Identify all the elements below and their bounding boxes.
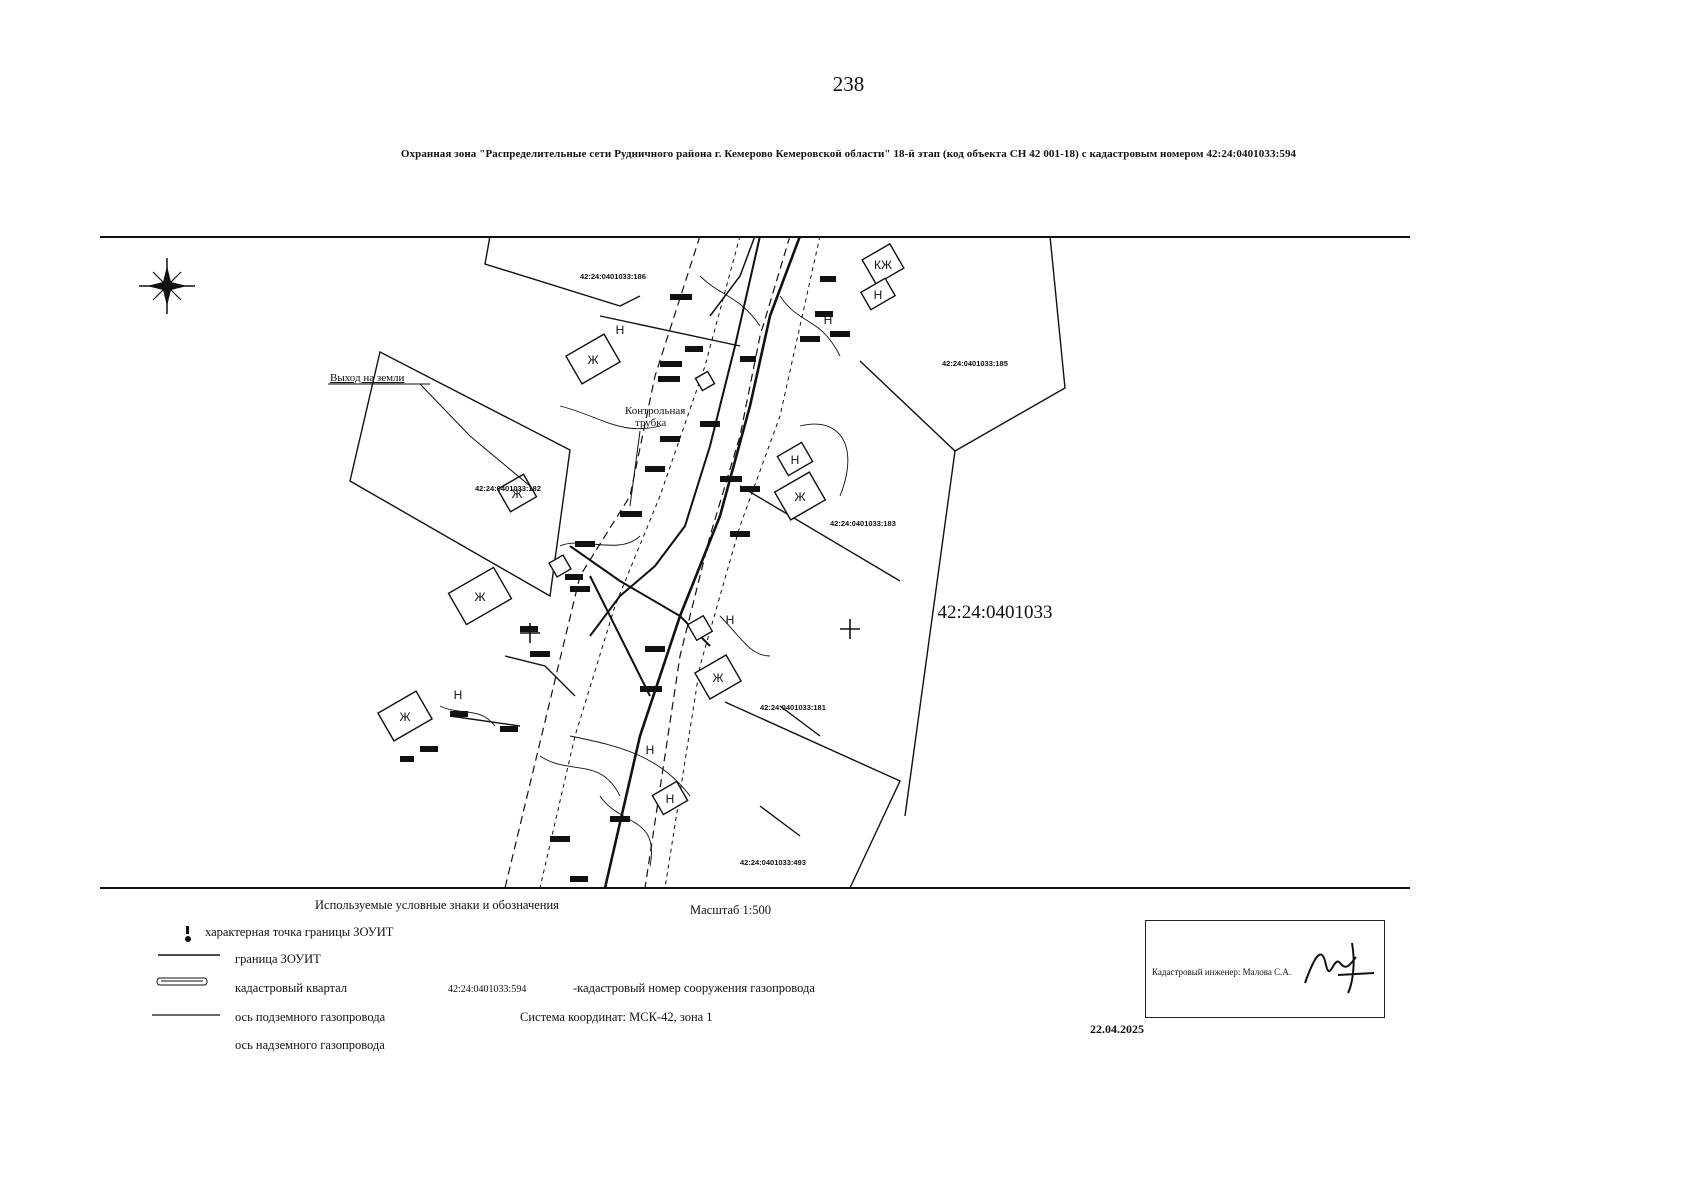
exit-annotation: Выход на земли: [330, 372, 405, 384]
grid-crosses: [520, 619, 860, 643]
legend-aboveground-axis: ось надземного газопровода: [235, 1038, 385, 1052]
exit-leader: [419, 383, 531, 487]
legend-boundary-point: характерная точка границы ЗОУИТ: [205, 925, 394, 939]
svg-text:Ж: Ж: [794, 490, 805, 504]
legend-underground-axis: ось подземного газопровода: [235, 1010, 386, 1024]
buildings: [376, 242, 905, 816]
building-zh-3: [447, 566, 513, 626]
building-zh-5: [773, 471, 827, 521]
svg-text:Ж: Ж: [511, 487, 522, 501]
map-annotations: Выход на земли Контрольная трубка: [330, 372, 685, 429]
svg-text:Н: Н: [726, 613, 735, 627]
street-corridor: [504, 236, 821, 889]
svg-text:Н: Н: [454, 688, 463, 702]
boundary-point-icon: [185, 926, 191, 942]
survey-points: [400, 276, 850, 882]
parcel-label: 42:24:0401033:493: [740, 858, 806, 867]
map-drawing: 42:24:0401033:186 42:24:0401033:185 42:2…: [100, 236, 1410, 889]
zone-boundary-line-icon: [158, 954, 220, 956]
svg-text:Н: Н: [824, 313, 833, 327]
building-zh-6: [693, 654, 743, 700]
svg-text:КЖ: КЖ: [874, 258, 892, 272]
document-title: Охранная зона "Распределительные сети Ру…: [400, 148, 1297, 160]
north-arrow-icon: [139, 258, 195, 314]
svg-text:Н: Н: [616, 323, 625, 337]
svg-text:Н: Н: [666, 792, 675, 806]
parcel-label: 42:24:0401033:182: [475, 484, 541, 493]
legend-cadastral-quarter: кадастровый квартал: [235, 981, 348, 995]
svg-text:Н: Н: [646, 743, 655, 757]
signature-icon: [1304, 942, 1375, 994]
scale-label: Масштаб 1:500: [690, 903, 771, 917]
parcel-label: 42:24:0401033:181: [760, 703, 826, 712]
cadastral-map[interactable]: 42:24:0401033:186 42:24:0401033:185 42:2…: [100, 236, 1410, 890]
svg-text:Н: Н: [791, 453, 800, 467]
building-kzh: [861, 242, 905, 286]
legend-title: Используемые условные знаки и обозначени…: [315, 898, 559, 912]
underground-axis-icon: [152, 1014, 220, 1016]
parcel-boundaries: [349, 236, 1066, 889]
stamp-date: 22.04.2025: [1090, 1022, 1144, 1036]
cadastral-quarter-label: 42:24:0401033: [937, 602, 1052, 623]
engineer-stamp: [1145, 920, 1385, 1018]
control-tube-label-2: трубка: [635, 417, 666, 429]
parcel-labels: 42:24:0401033:186 42:24:0401033:185 42:2…: [475, 272, 1008, 867]
svg-text:Ж: Ж: [712, 671, 723, 685]
control-tube-leader: [629, 430, 641, 507]
contour-lines: [439, 275, 849, 867]
control-tube-label: Контрольная: [625, 405, 685, 417]
building-marks: Ж Ж Ж Ж Ж Ж КЖ Н Н Н Н Н Н Н Н: [399, 258, 892, 806]
parcel-label: 42:24:0401033:185: [942, 359, 1008, 368]
cadastral-quarter-icon: [156, 977, 208, 986]
coordinate-system: Система координат: МСК-42, зона 1: [520, 1010, 713, 1024]
page-number: 238: [832, 72, 865, 96]
svg-text:Ж: Ж: [474, 590, 485, 604]
legend-structure-number: 42:24:0401033:594: [448, 984, 527, 995]
engineer-name: Кадастровый инженер: Малова С.А.: [1152, 967, 1292, 977]
building-zh-4: [376, 690, 434, 742]
legend-structure-desc: -кадастровый номер сооружения газопровод…: [573, 981, 815, 995]
building-zh-1: [564, 333, 622, 385]
svg-text:Н: Н: [874, 288, 883, 302]
parcel-label: 42:24:0401033:183: [830, 519, 896, 528]
parcel-label: 42:24:0401033:186: [580, 272, 646, 281]
svg-text:Ж: Ж: [399, 710, 410, 724]
legend-zone-boundary: граница ЗОУИТ: [235, 952, 321, 966]
svg-text:Ж: Ж: [587, 353, 598, 367]
